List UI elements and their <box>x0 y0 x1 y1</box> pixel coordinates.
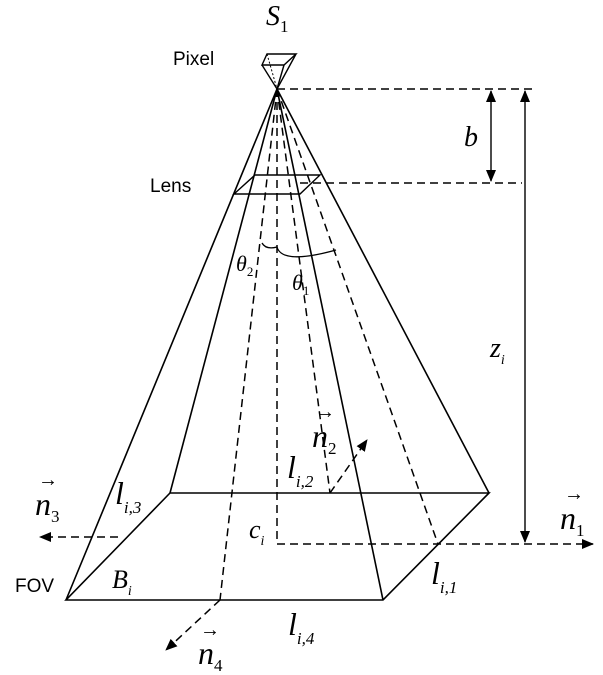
theta2-label: θ2 <box>236 251 253 279</box>
n1-label: → n1 <box>560 483 585 540</box>
edge-apex-front-left <box>65 88 278 601</box>
svg-text:n1: n1 <box>560 500 585 540</box>
svg-text:→: → <box>200 619 220 641</box>
svg-text:→: → <box>564 483 584 505</box>
svg-text:→: → <box>38 469 58 491</box>
z-label: zi <box>489 333 505 368</box>
n2-label: → n2 <box>312 401 337 458</box>
theta2-arc <box>261 242 278 249</box>
lens-label: Lens <box>150 176 191 197</box>
edge-apex-back-right <box>276 88 490 494</box>
c-label: ci <box>249 515 265 549</box>
theta1-arc <box>276 246 337 258</box>
pixel-label: Pixel <box>173 49 214 70</box>
B-label: Bi <box>112 565 132 599</box>
l4-label: li,4 <box>288 606 315 648</box>
pixel-shape <box>260 53 298 90</box>
svg-text:n4: n4 <box>198 635 223 675</box>
l1-label: li,1 <box>431 555 457 597</box>
dashed-construction-lines <box>219 88 537 601</box>
theta1-label: θ1 <box>292 270 309 298</box>
svg-text:→: → <box>315 401 335 423</box>
fov-base <box>64 492 491 601</box>
fov-label: FOV <box>15 576 54 597</box>
edge-apex-front-right <box>276 88 384 601</box>
edge-apex-back-left <box>169 88 278 494</box>
lens-shape <box>232 174 322 195</box>
pyramid-edges <box>65 88 490 601</box>
l3-label: li,3 <box>115 475 141 517</box>
n2-arrow <box>329 439 368 494</box>
n4-label: → n4 <box>198 619 223 675</box>
svg-text:n2: n2 <box>312 418 337 458</box>
l2-label: li,2 <box>287 449 314 491</box>
b-label: b <box>464 122 478 153</box>
svg-text:n3: n3 <box>35 486 60 526</box>
n3-label: → n3 <box>35 469 60 526</box>
source-label: S1 <box>266 1 289 36</box>
